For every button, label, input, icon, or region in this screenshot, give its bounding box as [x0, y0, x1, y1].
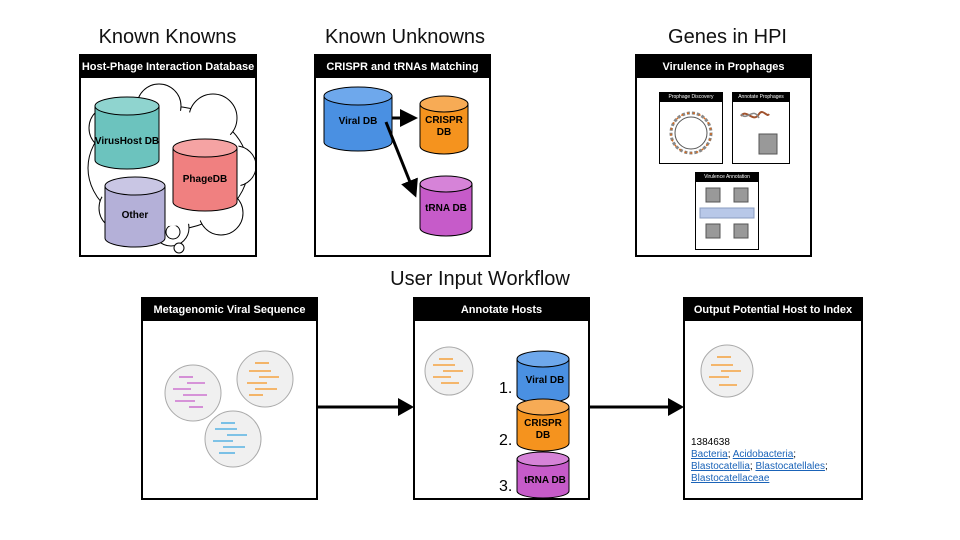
sample-dish-blue: [204, 410, 262, 468]
arrow-annotate-to-output: [590, 398, 684, 416]
step1-db-label: Viral DB: [526, 375, 565, 386]
taxonomy-link-blastocatellales[interactable]: Blastocatellales: [755, 461, 825, 472]
viral-db-label: Viral DB: [339, 116, 378, 127]
dna-strand-icon: [740, 111, 778, 155]
virulence-annotation-title: Virulence Annotation: [696, 173, 758, 182]
sample-dish-magenta: [164, 364, 222, 422]
sequence-samples-diagram: [164, 350, 294, 468]
dna-circle-icon: [669, 111, 713, 155]
virushost-db-cylinder: VirusHost DB: [94, 96, 160, 170]
taxonomy-link-blastocatellaceae[interactable]: Blastocatellaceae: [691, 473, 770, 484]
virulence-flow-icon: [699, 187, 755, 239]
other-db-cylinder: Other: [104, 176, 166, 248]
annotate-prophages-title: Annotate Prophages: [733, 93, 789, 102]
phagedb-cylinder: PhageDB: [172, 138, 238, 212]
step3-trna-db-cylinder: tRNA DB: [516, 451, 570, 498]
heading-known-unknowns: Known Unknowns: [324, 26, 486, 48]
output-panel-title: Output Potential Host to Index: [685, 299, 861, 321]
virulence-panel-title: Virulence in Prophages: [637, 56, 810, 78]
arrow-viral-to-trna: [384, 121, 418, 198]
taxonomy-lineage: Bacteria; Acidobacteria; Blastocatellia;…: [691, 449, 828, 484]
other-db-label: Other: [122, 210, 149, 221]
heading-known-knowns: Known Knowns: [98, 26, 237, 48]
prophage-discovery-subpanel: Prophage Discovery: [659, 92, 723, 164]
heading-user-input-workflow: User Input Workflow: [390, 268, 570, 290]
taxonomy-link-blastocatellia[interactable]: Blastocatellia: [691, 461, 750, 472]
prophage-discovery-title: Prophage Discovery: [660, 93, 722, 102]
output-diagram: [700, 344, 754, 398]
step-number-3: 3.: [499, 478, 512, 495]
crispr-panel-title: CRISPR and tRNAs Matching: [316, 56, 489, 78]
trna-db-label: tRNA DB: [425, 203, 467, 214]
step-number-2: 2.: [499, 432, 512, 449]
sample-dish-orange: [236, 350, 294, 408]
taxonomy-link-bacteria[interactable]: Bacteria: [691, 449, 728, 460]
output-panel: Output Potential Host to Index 1384638 B…: [683, 297, 863, 500]
trna-db-cylinder: tRNA DB: [419, 175, 473, 237]
heading-genes-in-hpi: Genes in HPI: [668, 26, 787, 48]
virushost-db-label: VirusHost DB: [95, 136, 159, 147]
virulence-panel: Virulence in Prophages Prophage Discover…: [635, 54, 812, 257]
host-phage-panel-title: Host-Phage Interaction Database: [81, 56, 255, 78]
annotate-prophages-subpanel: Annotate Prophages: [732, 92, 790, 164]
taxonomy-link-acidobacteria[interactable]: Acidobacteria: [732, 449, 794, 460]
annotate-hosts-panel-title: Annotate Hosts: [415, 299, 588, 321]
host-phage-panel: Host-Phage Interaction Database VirusHos…: [79, 54, 257, 257]
metagenomic-panel-title: Metagenomic Viral Sequence: [143, 299, 316, 321]
metagenomic-panel: Metagenomic Viral Sequence: [141, 297, 318, 500]
virulence-annotation-subpanel: Virulence Annotation: [695, 172, 759, 250]
arrow-metagenomic-to-annotate: [318, 398, 414, 416]
step3-db-label: tRNA DB: [524, 475, 566, 486]
host-index-value: 1384638: [691, 437, 730, 448]
crispr-panel: CRISPR and tRNAs Matching Viral DB CRISP…: [314, 54, 491, 257]
output-sample-dish: [700, 344, 754, 398]
step1-viral-db-cylinder: Viral DB: [516, 350, 570, 404]
input-sample-dish: [424, 346, 474, 396]
output-result: 1384638 Bacteria; Acidobacteria; Blastoc…: [691, 437, 859, 485]
phagedb-label: PhageDB: [183, 174, 227, 185]
viral-db-cylinder: Viral DB: [323, 86, 393, 152]
host-phage-diagram: VirusHost DB PhageDB Other: [87, 83, 255, 254]
step-number-1: 1.: [499, 380, 512, 397]
